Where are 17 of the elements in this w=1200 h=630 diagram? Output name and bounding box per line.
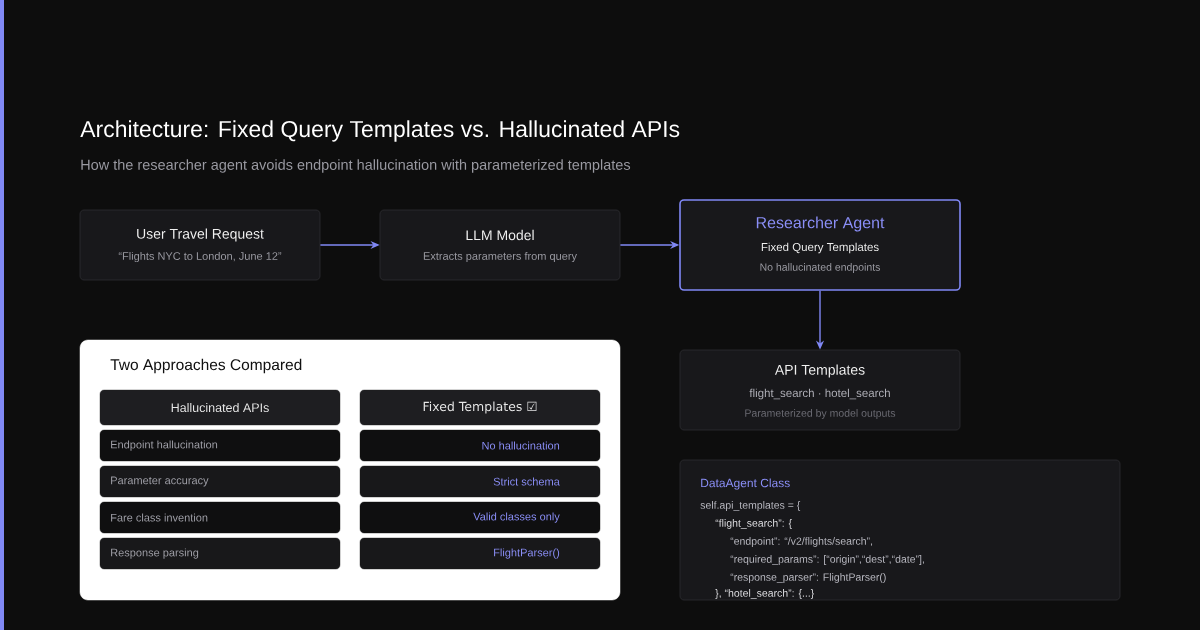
table-cell: Endpoint hallucination [99, 429, 341, 462]
header-cell: Fixed Templates ☑ [359, 389, 601, 426]
process-box: API Templates flight_search · hotel_search Parameterized by model outputs [679, 349, 961, 431]
table-cell: Parameter accuracy [99, 465, 341, 498]
table-cell: FlightParser() [359, 537, 601, 570]
process-box: Researcher Agent Fixed Query Templates No hallucinated endpoints [679, 199, 961, 291]
table-cell: Valid classes only [359, 501, 601, 534]
title: Architecture: Fixed Query Templates vs. Hallucinated APIs [80, 120, 680, 142]
table-cell: Fare class invention [99, 501, 341, 534]
code-panel: DataAgent Class self.api_templates = { “flight_search”: { “endpoint”: “/v2/flights/search”, “required_params”: [“origin”,“dest”,“date”], “response_parser”: FlightParser() }, “hotel_search”: {...} [679, 459, 1121, 601]
table-cell: Response parsing [99, 537, 341, 570]
process-box: User Travel Request “Flights NYC to London, June 12” [79, 209, 321, 281]
header-cell: Hallucinated APIs [99, 389, 341, 426]
table-cell: Strict schema [359, 465, 601, 498]
subtitle: How the researcher agent avoids endpoint hallucination with parameterized templates [81, 159, 631, 173]
process-box: LLM Model Extracts parameters from query [379, 209, 621, 281]
table-cell: No hallucination [359, 429, 601, 462]
